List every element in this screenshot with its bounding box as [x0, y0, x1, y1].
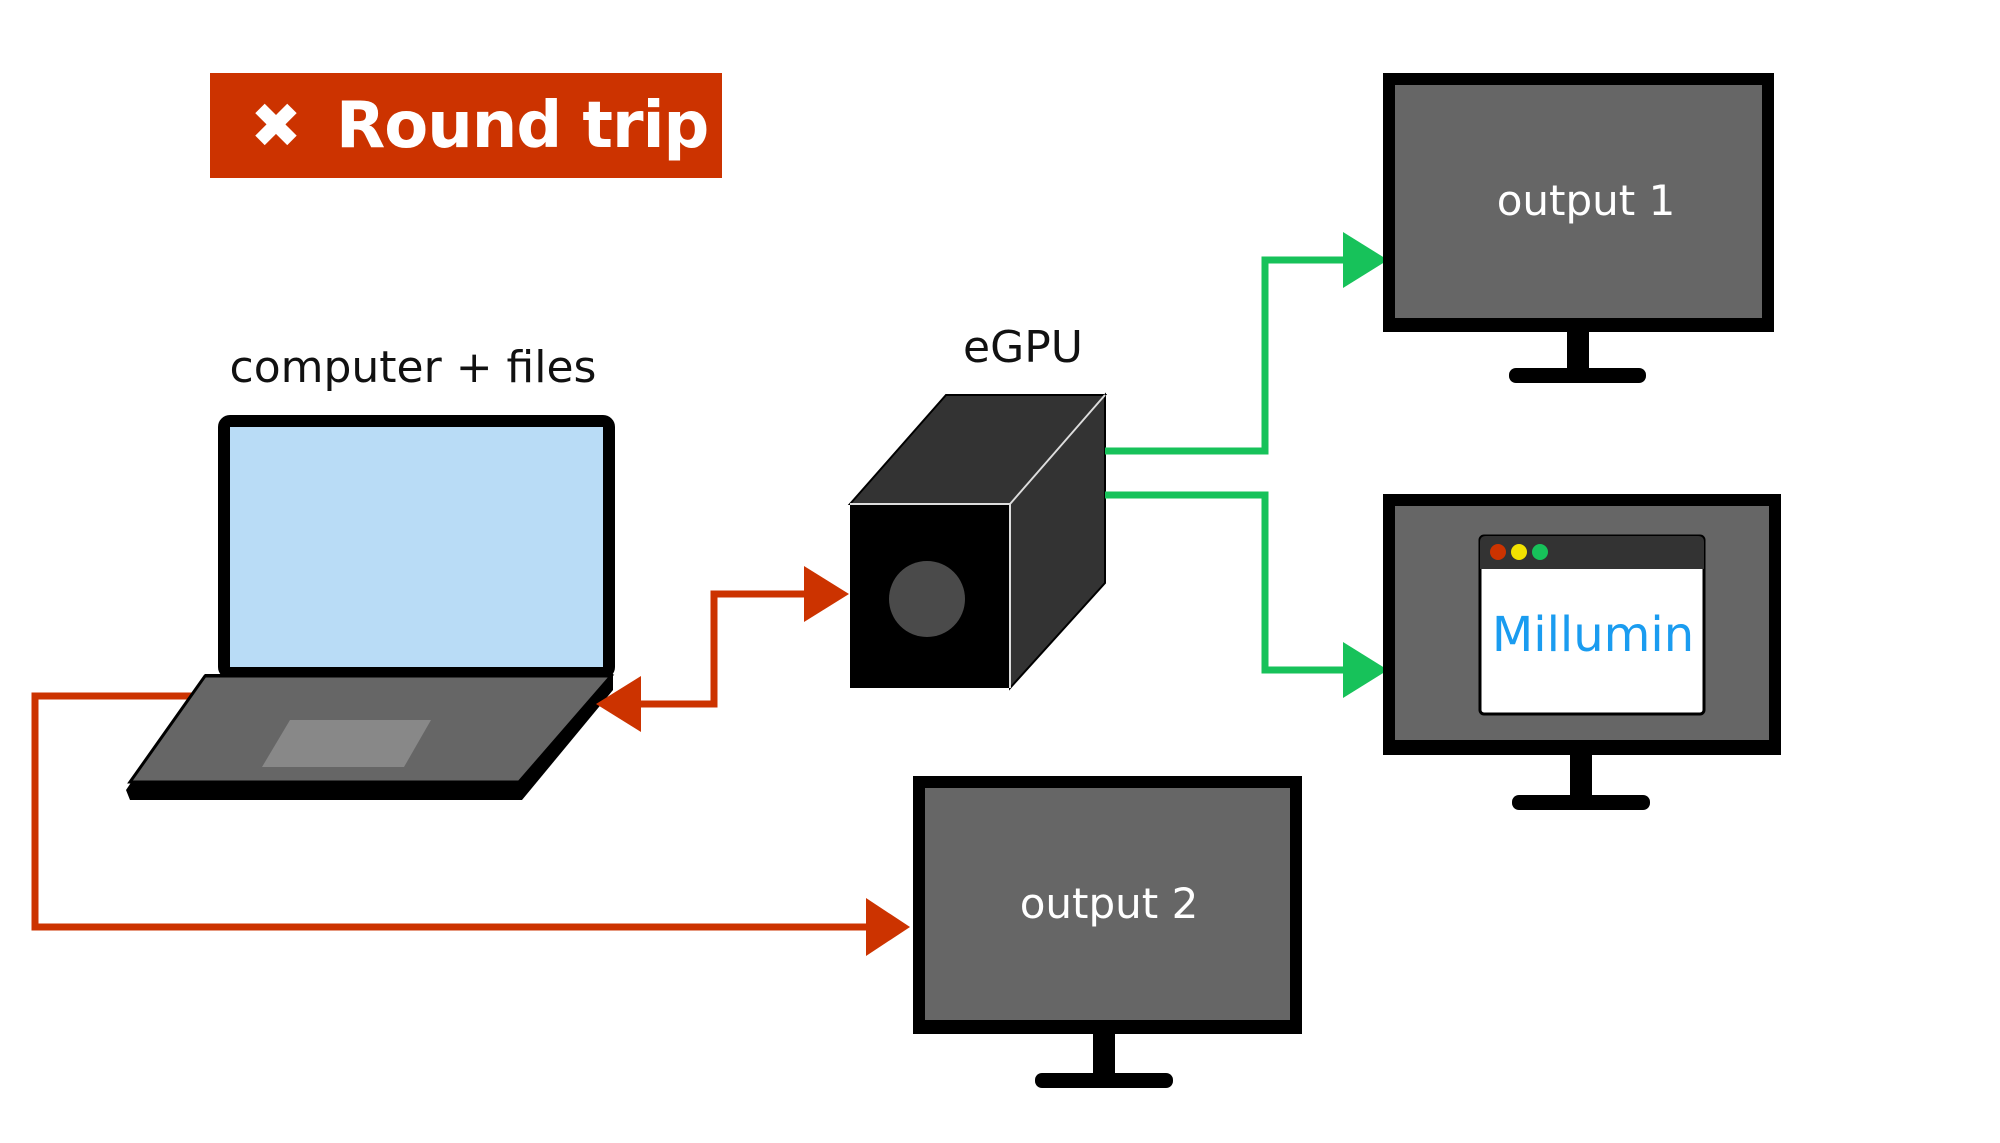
- window-minimize-dot: [1511, 544, 1527, 560]
- link-computer-egpu: [640, 590, 810, 708]
- arrowhead-computer: [596, 676, 641, 732]
- window-maximize-dot: [1532, 544, 1548, 560]
- laptop-icon: [126, 415, 615, 800]
- egpu-label: eGPU: [963, 322, 1083, 373]
- arrowhead-millumin: [1343, 642, 1388, 698]
- title-label: Round trip: [335, 88, 709, 163]
- output2-label: output 2: [1019, 879, 1199, 928]
- arrowhead-output1: [1343, 232, 1388, 288]
- egpu-icon: [847, 392, 1108, 691]
- window-close-dot: [1490, 544, 1506, 560]
- cross-icon: ✖: [250, 88, 302, 162]
- arrowhead-output2: [866, 898, 910, 956]
- monitor-output2-icon: [913, 776, 1302, 1088]
- link-computer-output2: [31, 692, 870, 931]
- arrowhead-egpu: [804, 566, 849, 622]
- monitor-millumin-icon: [1383, 494, 1781, 810]
- link-egpu-millumin: [1105, 491, 1345, 674]
- link-egpu-output1: [1105, 256, 1345, 455]
- millumin-label: Millumin: [1491, 607, 1695, 663]
- output1-label: output 1: [1496, 176, 1676, 225]
- title-banner: ✖ Round trip: [210, 73, 722, 178]
- monitor-output1-icon: [1383, 73, 1774, 383]
- computer-label: computer + files: [229, 342, 597, 393]
